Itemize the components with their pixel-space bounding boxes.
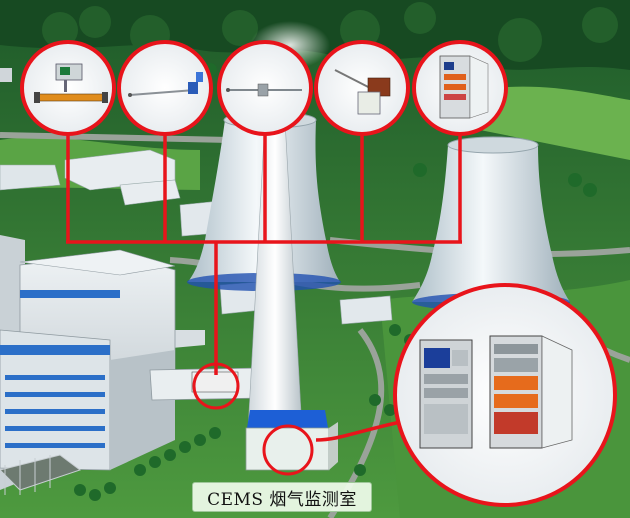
callout-temperature-probe <box>217 40 313 136</box>
pitot-flow-probe-icon <box>128 72 203 97</box>
opacity-dust-monitor-icon <box>334 69 391 115</box>
analyzer-cabinet-icon <box>439 55 489 119</box>
callout-dust-monitor <box>314 40 410 136</box>
connector-lines <box>66 134 462 442</box>
callout-analyzer-cabinets <box>393 283 617 507</box>
transformer-yard <box>0 454 82 495</box>
duct-sampling-marker <box>192 362 240 410</box>
heated-sampling-probe-icon <box>34 63 108 103</box>
cems-monitoring-room-label: CEMS 烟气监测室 <box>192 482 372 512</box>
callout-flow-velocity-probe <box>117 40 213 136</box>
callout-analyzer-cabinet-small <box>412 40 508 136</box>
tree-clusters <box>42 2 618 62</box>
cems-cabinets-icon <box>419 335 573 449</box>
main-plant-building <box>0 235 263 490</box>
temperature-pressure-probe-icon <box>226 83 302 97</box>
callout-gas-analyzer-probe <box>20 40 116 136</box>
field-patch <box>480 86 630 160</box>
room-marker <box>262 424 314 476</box>
